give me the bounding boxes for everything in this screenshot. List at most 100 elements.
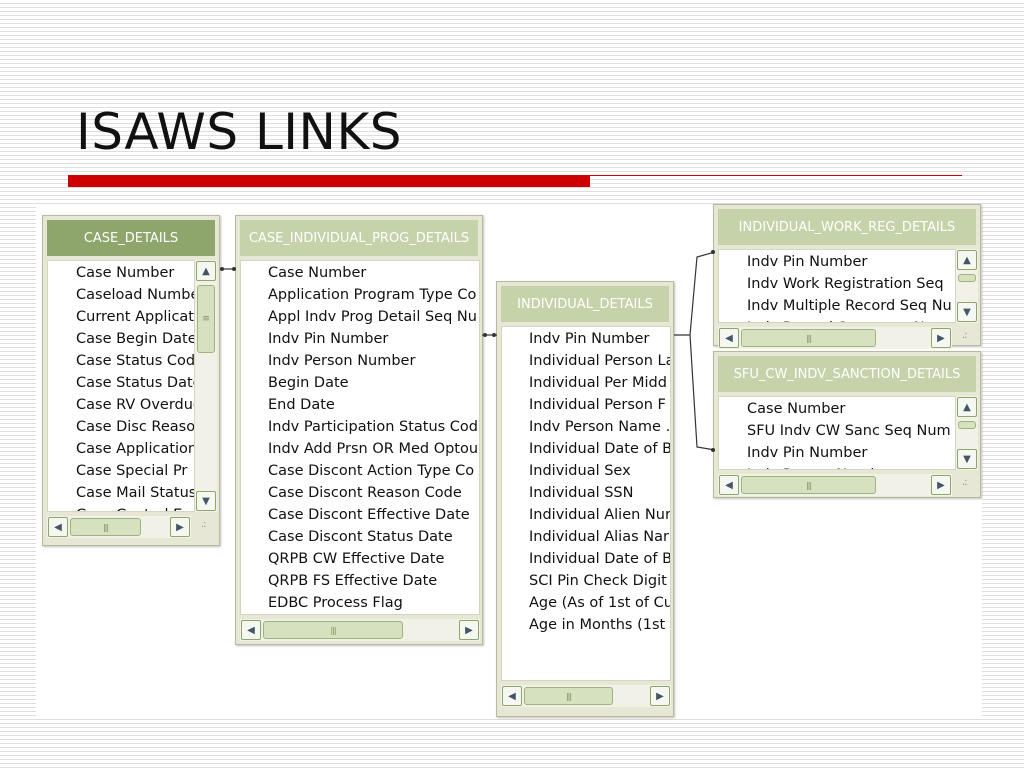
table-header[interactable]: INDIVIDUAL_WORK_REG_DETAILS bbox=[718, 209, 976, 245]
chevron-left-icon[interactable]: ◀ bbox=[48, 517, 68, 537]
field-item[interactable]: Case Mail Status bbox=[76, 485, 194, 501]
field-item[interactable]: SFU Indv CW Sanc Seq Num bbox=[747, 423, 951, 439]
field-item[interactable]: Case Discont Reason Code bbox=[268, 485, 462, 501]
table-header[interactable]: INDIVIDUAL_DETAILS bbox=[501, 286, 669, 322]
chevron-up-icon[interactable]: ▲ bbox=[957, 397, 977, 417]
horizontal-scroll-thumb[interactable]: ||| bbox=[741, 329, 876, 347]
chevron-up-icon[interactable]: ▲ bbox=[957, 250, 977, 270]
field-item[interactable]: Individual Alias Nar bbox=[529, 529, 669, 545]
field-item[interactable]: Individual Sex bbox=[529, 463, 631, 479]
vertical-scrollbar[interactable]: ▲▼ bbox=[956, 249, 978, 323]
horizontal-scroll-thumb[interactable]: ||| bbox=[263, 621, 403, 639]
field-item[interactable]: Indv Work Registration Seq bbox=[747, 276, 944, 292]
field-item[interactable]: QRPB FS Effective Date bbox=[268, 573, 438, 589]
field-item[interactable]: Indv Record Sequence Num bbox=[747, 317, 955, 322]
field-item[interactable]: Individual Alien Nur bbox=[529, 507, 670, 523]
chevron-down-icon[interactable]: ▼ bbox=[196, 491, 216, 511]
horizontal-scrollbar[interactable]: ◀||| ▶ bbox=[718, 474, 952, 496]
field-item[interactable]: Indv Multiple Record Seq Nu bbox=[747, 298, 952, 314]
horizontal-scroll-thumb[interactable]: ||| bbox=[741, 476, 876, 494]
field-item[interactable]: Case Control Ex bbox=[76, 504, 194, 511]
field-item[interactable]: Case Status Date bbox=[76, 375, 194, 391]
field-item[interactable]: Case Begin Date bbox=[76, 331, 194, 347]
horizontal-scrollbar[interactable]: ◀||| ▶ bbox=[47, 516, 191, 538]
field-item[interactable]: Case Status Code bbox=[76, 353, 194, 369]
field-item[interactable]: Current Application bbox=[76, 309, 194, 325]
chevron-left-icon[interactable]: ◀ bbox=[502, 686, 522, 706]
chevron-down-icon[interactable]: ▼ bbox=[957, 302, 977, 322]
table-header[interactable]: CASE_DETAILS bbox=[47, 220, 215, 256]
field-item[interactable]: Indv Pin Number bbox=[747, 254, 868, 270]
field-item[interactable]: Case Number bbox=[76, 265, 175, 281]
chevron-right-icon[interactable]: ▶ bbox=[650, 686, 670, 706]
field-item[interactable]: Caseload Number bbox=[76, 287, 194, 303]
field-item[interactable]: Age (As of 1st of Cu bbox=[529, 595, 670, 611]
chevron-right-icon[interactable]: ▶ bbox=[931, 328, 951, 348]
resize-grip-icon[interactable]: .: bbox=[962, 330, 968, 341]
field-item[interactable]: Case Discont Effective Date bbox=[268, 507, 470, 523]
field-item[interactable]: Case Special Pr bbox=[76, 463, 188, 479]
field-item[interactable]: Case Application bbox=[76, 441, 194, 457]
chevron-left-icon[interactable]: ◀ bbox=[719, 328, 739, 348]
field-item[interactable]: EDBC Process Flag bbox=[268, 595, 403, 611]
field-item[interactable]: Individual Person F bbox=[529, 397, 666, 413]
field-item[interactable]: Indv Pin Number bbox=[747, 445, 868, 461]
table-header[interactable]: SFU_CW_INDV_SANCTION_DETAILS bbox=[718, 356, 976, 392]
field-item[interactable]: Application Program Type Co bbox=[268, 287, 477, 303]
field-item[interactable]: Indv Participation Status Cod bbox=[268, 419, 479, 435]
field-item[interactable]: Case Discont Action Type Co bbox=[268, 463, 475, 479]
vertical-scroll-thumb[interactable]: ≡ bbox=[197, 285, 215, 353]
chevron-left-icon[interactable]: ◀ bbox=[719, 475, 739, 495]
horizontal-scroll-thumb[interactable]: ||| bbox=[524, 687, 613, 705]
field-item[interactable]: Case Discont Status Date bbox=[268, 529, 453, 545]
field-item[interactable]: Case Number bbox=[268, 265, 367, 281]
resize-grip-icon[interactable]: .: bbox=[962, 477, 968, 488]
field-item[interactable]: QRPB CW Effective Date bbox=[268, 551, 445, 567]
field-item[interactable]: Case RV Overdue bbox=[76, 397, 194, 413]
horizontal-scrollbar[interactable]: ◀||| ▶ bbox=[718, 327, 952, 349]
chevron-left-icon[interactable]: ◀ bbox=[241, 620, 261, 640]
field-item[interactable]: Case Number bbox=[747, 401, 846, 417]
field-item[interactable]: Indv Person Number bbox=[747, 464, 955, 469]
field-item[interactable]: Age in Months (1st bbox=[529, 617, 666, 633]
chevron-down-icon[interactable]: ▼ bbox=[957, 449, 977, 469]
chevron-right-icon[interactable]: ▶ bbox=[459, 620, 479, 640]
field-item[interactable]: Begin Date bbox=[268, 375, 349, 391]
field-item[interactable]: Appl Indv Prog Detail Seq Nu bbox=[268, 309, 477, 325]
table-header[interactable]: CASE_INDIVIDUAL_PROG_DETAILS bbox=[240, 220, 478, 256]
chevron-right-icon[interactable]: ▶ bbox=[170, 517, 190, 537]
vertical-scroll-thumb[interactable] bbox=[958, 421, 976, 429]
horizontal-scroll-thumb[interactable]: ||| bbox=[70, 518, 141, 536]
field-item[interactable]: SCI Pin Check Digit bbox=[529, 573, 667, 589]
field-item[interactable]: Indv Person Name . bbox=[529, 419, 670, 435]
chevron-right-icon[interactable]: ▶ bbox=[931, 475, 951, 495]
vertical-scrollbar[interactable]: ▲▼ bbox=[956, 396, 978, 470]
field-item[interactable]: Indv Pin Number bbox=[529, 331, 650, 347]
field-item[interactable]: Individual SSN bbox=[529, 485, 634, 501]
field-item[interactable]: Individual Date of B bbox=[529, 441, 670, 457]
field-item[interactable]: Indv Person Number bbox=[268, 353, 416, 369]
field-item[interactable]: Individual Person La bbox=[529, 353, 670, 369]
chevron-up-icon[interactable]: ▲ bbox=[196, 261, 216, 281]
horizontal-scrollbar[interactable]: ◀||| ▶ bbox=[240, 619, 480, 641]
resize-grip-icon[interactable]: .: bbox=[201, 519, 207, 530]
table-individual-work-reg-details[interactable]: INDIVIDUAL_WORK_REG_DETAILS Indv Pin Numb… bbox=[713, 204, 981, 349]
field-item[interactable]: Individual Date of B bbox=[529, 551, 670, 567]
horizontal-scrollbar[interactable]: ◀||| ▶ bbox=[501, 685, 671, 707]
field-item[interactable]: Indv Pin Number bbox=[268, 331, 389, 347]
field-item[interactable]: Individual Per Midd bbox=[529, 375, 667, 391]
vertical-scrollbar[interactable]: ▲ ≡ ▼ bbox=[195, 260, 217, 512]
field-item[interactable]: Case Disc Reason bbox=[76, 419, 194, 435]
field-item[interactable]: End Date bbox=[268, 397, 335, 413]
vertical-scroll-thumb[interactable] bbox=[958, 274, 976, 282]
field-item[interactable]: Indv Add Prsn OR Med Optou bbox=[268, 441, 479, 457]
